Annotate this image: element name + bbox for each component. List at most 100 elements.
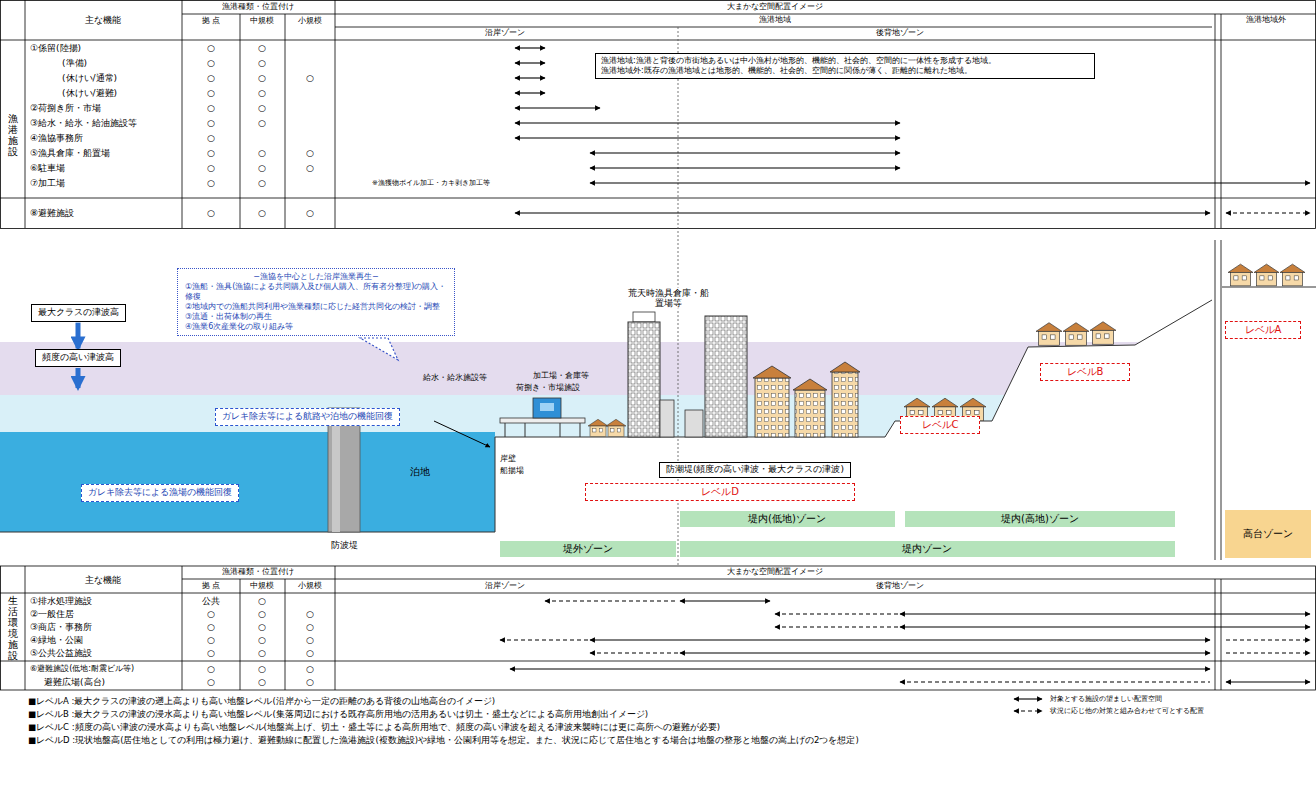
label-text: 拠 点 (202, 16, 221, 25)
node-text: ③流通・出荷体制の再生 (185, 312, 447, 322)
node-box: 高台ゾーン (1225, 510, 1311, 558)
legend-sample (1010, 707, 1046, 715)
label-text: ○ (306, 622, 314, 632)
label-text: ⑥避難施設(低地:耐震ビル等) (30, 664, 134, 673)
label-text: ○ (207, 148, 215, 158)
label-text: 主な機能 (85, 575, 121, 585)
label-text: ■レベルB :最大クラスの津波の浸水高よりも高い地盤レベル(集落周辺における既存… (28, 710, 648, 720)
label-text: ■レベルC :頻度の高い津波の浸水高よりも高い地盤レベル(地盤嵩上げ、切土・盛土… (28, 723, 720, 733)
legend-sample (1010, 695, 1046, 703)
label-text: 沿岸ゾーン (485, 581, 525, 590)
label-text: ○ (258, 163, 266, 173)
node-text: 堤内ゾーン (684, 543, 1171, 556)
label-text: ○ (258, 103, 266, 113)
label-text: ○ (207, 664, 215, 674)
node-box: レベルC (900, 416, 980, 435)
label-text: ○ (207, 103, 215, 113)
label-text: ○ (207, 635, 215, 645)
label-text: ○ (207, 163, 215, 173)
label-text: ○ (258, 664, 266, 674)
label-text: ④漁協事務所 (30, 133, 83, 143)
label-text: ※漁獲物ボイル加工・カキ剥き加工等 (372, 179, 490, 187)
label-text: 漁港地域 (759, 15, 791, 24)
label-text: ○ (258, 677, 266, 687)
label-text: 防波堤 (331, 540, 358, 550)
node-text: 漁港地域外:既存の漁港地域とは地形的、機能的、社会的、空間的に関係が薄く、距離的… (601, 66, 1089, 76)
label-text: ④緑地・公園 (30, 635, 83, 645)
node-text: 高台ゾーン (1243, 528, 1293, 541)
label-text: ⑥駐車場 (30, 163, 65, 173)
label-text: ○ (306, 664, 314, 674)
label-text: ⑧避難施設 (30, 208, 74, 218)
label-text: ○ (258, 43, 266, 53)
label-text: 後背地ゾーン (876, 581, 924, 590)
label-text: 公共 (202, 596, 220, 606)
node-text: ②地域内での漁船共同利用や漁業種類に応じた経営共同化の検討・調整 (185, 302, 447, 312)
label-text: 避難広場(高台) (44, 677, 105, 687)
label-text: ○ (207, 88, 215, 98)
label-text: ○ (258, 596, 266, 606)
node-box: 頻度の高い津波高 (35, 349, 121, 366)
label-text: ○ (258, 208, 266, 218)
node-text: レベルB (1045, 366, 1125, 379)
label-text: 中規模 (250, 581, 274, 590)
label-text: 主な機能 (85, 15, 121, 25)
label-text: ○ (306, 73, 314, 83)
node-box: 堤内(高地)ゾーン (905, 511, 1175, 528)
label-text: 漁港種類・位置付け (222, 567, 294, 576)
node-text: ①漁船・漁具(漁協による共同購入及び個人購入、所有者分整理)の購入・修復 (185, 282, 447, 302)
label-text: ○ (207, 208, 215, 218)
node-text: レベルC (905, 419, 975, 432)
label-text: 大まかな空間配置イメージ (727, 2, 823, 11)
node-text: 堤内(高地)ゾーン (909, 513, 1171, 526)
label-text: ②荷捌き所・市場 (30, 103, 101, 113)
label-text: ○ (306, 648, 314, 658)
label-text: ○ (258, 118, 266, 128)
label-text: ○ (258, 58, 266, 68)
label-text: 岸壁 (500, 454, 516, 463)
label-text: 後背地ゾーン (876, 28, 924, 37)
label-text: ○ (207, 648, 215, 658)
legend-row: 対象とする施設の望ましい配置空間 (1010, 694, 1162, 704)
label-text: ○ (306, 677, 314, 687)
node-text: ④漁業6次産業化の取り組み等 (185, 322, 447, 332)
legend-text: 対象とする施設の望ましい配置空間 (1050, 694, 1162, 704)
node-box: 堤内(低地)ゾーン (680, 511, 895, 528)
node-box: レベルB (1040, 363, 1130, 382)
label-text: 拠 点 (202, 581, 221, 590)
label-text: 漁港地域外 (1246, 15, 1286, 24)
label-text: (休けい/避難) (62, 88, 117, 98)
node-text: 防潮堤(頻度の高い津波・最大クラスの津波) (666, 464, 844, 475)
label-text: ○ (306, 635, 314, 645)
node-text: ガレキ除去等による漁場の機能回復 (88, 487, 232, 498)
label-text: ○ (207, 133, 215, 143)
vertical-heading: 生活環境施設 (8, 595, 18, 661)
legend-text: 状況に応じ他の対策と組み合わせて可とする配置 (1050, 706, 1204, 716)
vertical-heading: 漁港施設 (8, 113, 18, 157)
label-text: ○ (258, 178, 266, 188)
label-text: ①排水処理施設 (30, 596, 92, 606)
label-text: ○ (306, 163, 314, 173)
label-text: (準備) (62, 58, 87, 68)
node-box: レベルA (1225, 321, 1301, 340)
label-text: ○ (207, 677, 215, 687)
label-text: ⑦加工場 (30, 178, 65, 188)
node-box: 堤内ゾーン (680, 541, 1175, 558)
node-box: 防潮堤(頻度の高い津波・最大クラスの津波) (659, 462, 851, 477)
node-text: ガレキ除去等による航路や泊地の機能回復 (222, 411, 393, 422)
label-text: ○ (207, 73, 215, 83)
label-text: 荒天時漁具倉庫・船置場等 (624, 288, 712, 309)
label-text: ○ (306, 609, 314, 619)
label-text: ○ (258, 88, 266, 98)
label-text: ③商店・事務所 (30, 622, 92, 632)
label-text: ○ (258, 622, 266, 632)
label-text: ○ (207, 118, 215, 128)
tsunami-arrow (76, 323, 81, 349)
label-text: ⑤公共公益施設 (30, 648, 92, 658)
label-text: (休けい/通常) (62, 73, 117, 83)
node-box: ガレキ除去等による航路や泊地の機能回復 (215, 408, 400, 425)
label-text: ③給水・給氷・給油施設等 (30, 118, 137, 128)
label-text: ○ (306, 148, 314, 158)
